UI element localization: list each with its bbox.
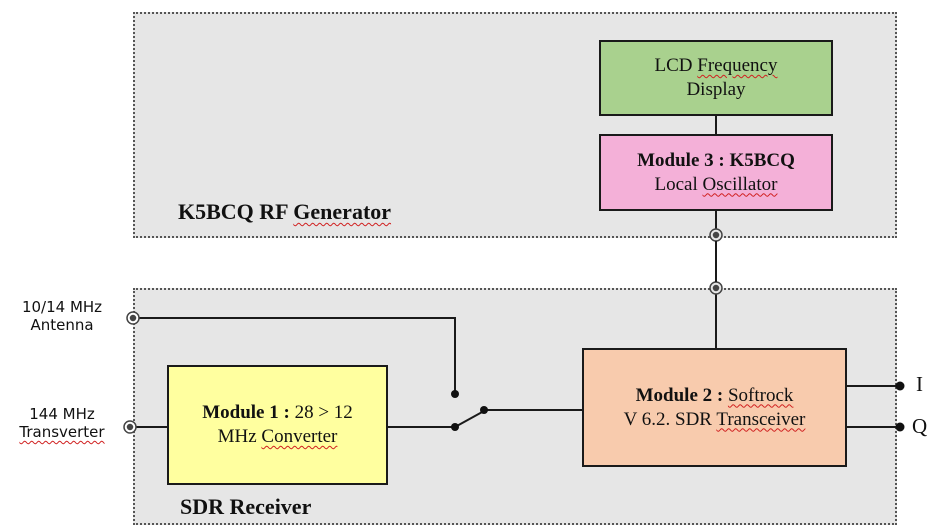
- module3-local-oscillator-block: Module 3 : K5BCQ Local Oscillator: [599, 134, 833, 211]
- lcd-line2: Display: [686, 79, 746, 100]
- module1-line2: MHz Converter: [217, 426, 338, 447]
- wire-antenna: [133, 317, 456, 394]
- switch-contact-converter: [451, 423, 459, 431]
- module2-line1: Module 2 : Softrock: [635, 384, 794, 406]
- output-i-terminal: [895, 381, 905, 391]
- switch-blade: [454, 410, 485, 428]
- antenna-input-label: 10/14 MHz Antenna: [21, 298, 103, 334]
- module1-converter-block: Module 1 : 28 > 12 MHz Converter: [167, 365, 388, 485]
- rf-generator-title: K5BCQ RF Generator: [178, 199, 392, 224]
- module3-line2: Local Oscillator: [654, 173, 778, 195]
- output-i-label: I: [916, 372, 923, 396]
- module1-line1: Module 1 : 28 > 12: [202, 402, 353, 423]
- module2-line2: V 6.2. SDR Transceiver: [623, 408, 806, 430]
- transverter-input-label: 144 MHz Transverter: [19, 405, 105, 441]
- output-q-label: Q: [912, 414, 928, 438]
- switch-contact-antenna: [451, 390, 459, 398]
- lcd-frequency-display-block: LCD Frequency Display: [599, 40, 833, 116]
- module2-softrock-block: Module 2 : Softrock V 6.2. SDR Transceiv…: [582, 348, 847, 467]
- switch-contact-common: [480, 406, 488, 414]
- module3-line1: Module 3 : K5BCQ: [637, 149, 795, 171]
- sdr-receiver-title: SDR Receiver: [180, 494, 312, 519]
- lcd-line1: LCD Frequency: [654, 55, 778, 76]
- output-q-terminal: [895, 422, 905, 432]
